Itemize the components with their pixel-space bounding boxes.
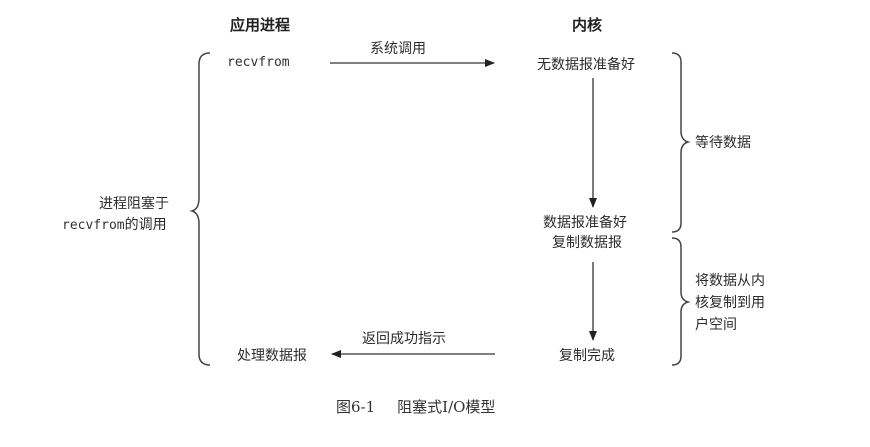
app-process-header: 应用进程 — [230, 16, 291, 34]
recvfrom-call: recvfrom — [227, 55, 290, 70]
kernel-header: 内核 — [572, 16, 603, 34]
kernel-state-no-data: 无数据报准备好 — [537, 57, 635, 73]
phase-copy-line3: 户空间 — [695, 317, 737, 333]
phase-copy-data: 将数据从内 核复制到用 户空间 — [695, 270, 785, 336]
blocked-line1: 进程阻塞于 — [99, 196, 169, 212]
phase-copy-line2: 核复制到用 — [695, 295, 765, 311]
phase-copy-line1: 将数据从内 — [695, 273, 765, 289]
figure-number: 图6-1 — [336, 398, 376, 416]
syscall-label: 系统调用 — [370, 41, 426, 57]
figure-title: 阻塞式I/O模型 — [397, 398, 496, 416]
process-datagram: 处理数据报 — [237, 348, 307, 364]
blocked-rest: 的调用 — [124, 217, 167, 233]
return-success-label: 返回成功指示 — [362, 331, 446, 347]
right-brace-copy-icon — [671, 237, 691, 366]
phase-wait-data: 等待数据 — [695, 135, 751, 151]
kernel-state-data-ready: 数据报准备好 — [543, 215, 627, 231]
blocked-line2: recvfrom的调用 — [62, 214, 167, 234]
kernel-state-copy-data: 复制数据报 — [552, 235, 622, 251]
kernel-state-copy-done: 复制完成 — [559, 348, 615, 364]
blocked-recvfrom: recvfrom — [62, 218, 125, 233]
right-brace-wait-icon — [671, 52, 691, 233]
figure-caption: 图6-1 阻塞式I/O模型 — [336, 396, 495, 417]
left-brace-icon — [189, 52, 211, 366]
